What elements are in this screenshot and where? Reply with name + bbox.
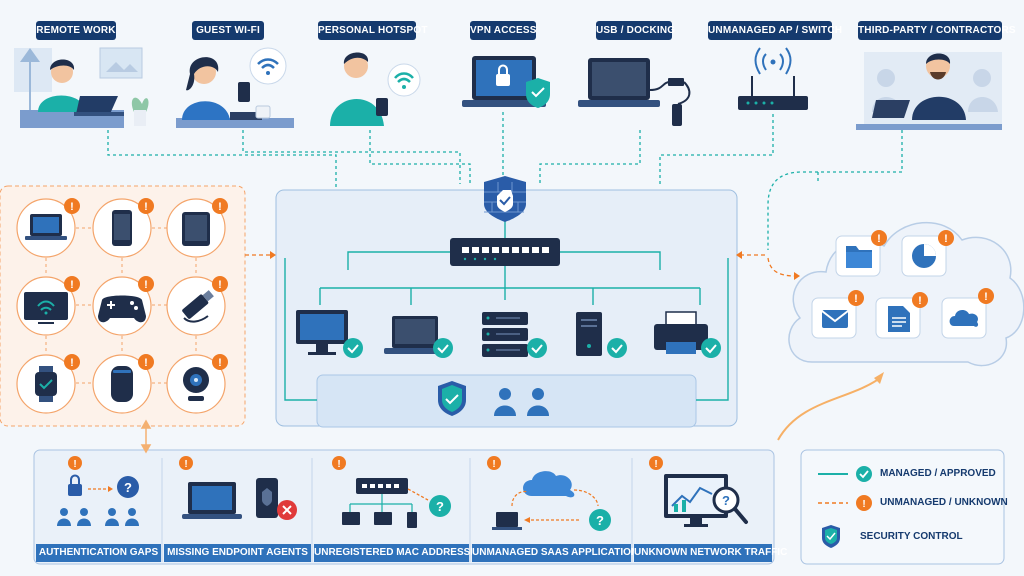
label-unmanaged-saas-applications: UNMANAGED SAAS APPLICATIONS (472, 544, 645, 562)
unmanaged-access-point-icon (738, 47, 808, 110)
svg-text:!: ! (70, 201, 74, 213)
svg-text:!: ! (218, 201, 222, 213)
game-controller-icon (98, 295, 146, 323)
smartwatch-icon (35, 366, 57, 402)
contractor-user-icon (856, 52, 1002, 130)
svg-text:!: ! (73, 459, 76, 470)
tag-personal-hotspot: PERSONAL HOTSPOT (318, 21, 428, 40)
svg-text:!: ! (984, 291, 988, 303)
managed-check-badges (343, 338, 721, 358)
managed-laptop-icon (384, 316, 446, 354)
tag-unmanaged-ap-switch: UNMANAGED AP / SWITCH (708, 21, 842, 40)
personal-hotspot-user-icon (330, 52, 421, 126)
legend-managed-line (818, 466, 872, 482)
tablet-icon (182, 212, 210, 246)
gap-warning-badges: ! ! ! ! ! (68, 456, 663, 470)
users-icon (494, 388, 549, 416)
svg-text:?: ? (124, 480, 132, 495)
server-icon (482, 312, 528, 357)
unregistered-mac-icon: ? (342, 478, 451, 528)
svg-text:?: ? (722, 493, 730, 508)
tag-remote-work: REMOTE WORK (36, 21, 116, 40)
svg-text:!: ! (854, 293, 858, 305)
legend-panel (800, 449, 1005, 565)
svg-text:!: ! (218, 279, 222, 291)
svg-text:!: ! (654, 459, 657, 470)
svg-text:!: ! (184, 459, 187, 470)
auth-gap-icon: ? (57, 474, 139, 526)
smart-speaker-icon (111, 366, 133, 402)
svg-text:!: ! (144, 279, 148, 291)
svg-text:!: ! (144, 357, 148, 369)
unknown-traffic-icon: ? (664, 474, 748, 527)
desktop-icon (296, 310, 348, 355)
mail-icon (821, 310, 849, 328)
svg-text:!: ! (862, 499, 865, 510)
unmanaged-saas-icon: ? (492, 471, 611, 531)
legend-unmanaged-line: ! (818, 495, 872, 511)
vpn-laptop-icon (462, 56, 550, 108)
firewall-shield-icon (484, 176, 526, 222)
legend-security-shield-icon (822, 525, 840, 548)
guest-wifi-user-icon (176, 47, 294, 128)
cloud-warning-badges: ! ! ! ! ! (848, 230, 994, 308)
tag-usb-docking: USB / DOCKING (596, 21, 675, 40)
svg-text:!: ! (877, 233, 881, 245)
legend-managed-label: MANAGED / APPROVED (880, 468, 996, 479)
label-unknown-network-traffic: UNKNOWN NETWORK TRAFFIC (634, 544, 787, 562)
phone-icon (112, 210, 132, 246)
svg-text:!: ! (918, 295, 922, 307)
cloud-storage-icon (949, 310, 979, 327)
label-authentication-gaps: AUTHENTICATION GAPS (36, 544, 161, 562)
svg-text:!: ! (70, 279, 74, 291)
pie-chart-icon (912, 244, 936, 268)
core-switch-icon (450, 238, 560, 266)
printer-icon (654, 311, 708, 354)
unmanaged-warning-badges: ! ! ! ! ! ! ! ! ! (64, 198, 228, 370)
svg-text:!: ! (70, 357, 74, 369)
svg-text:!: ! (218, 357, 222, 369)
svg-text:!: ! (944, 233, 948, 245)
svg-text:?: ? (436, 499, 444, 514)
legend-security-label: SECURITY CONTROL (860, 531, 963, 542)
identity-bar (316, 374, 697, 428)
usb-dock-laptop-icon (578, 58, 691, 126)
tag-third-party-contractors: THIRD-PARTY / CONTRACTORS (858, 21, 1016, 40)
tag-vpn-access: VPN ACCESS (470, 21, 536, 40)
svg-text:!: ! (492, 459, 495, 470)
legend-unmanaged-label: UNMANAGED / UNKNOWN (880, 497, 1008, 508)
usb-drive-icon (182, 290, 214, 323)
laptop-icon (25, 214, 67, 240)
tower-pc-icon (576, 312, 602, 356)
remote-worker-icon (14, 47, 149, 128)
document-icon (888, 306, 910, 332)
svg-text:!: ! (337, 459, 340, 470)
smart-tv-icon (24, 292, 68, 324)
svg-text:!: ! (144, 201, 148, 213)
tag-guest-wifi: GUEST WI-FI (192, 21, 264, 40)
identity-shield-icon (438, 381, 466, 416)
folder-icon (846, 246, 872, 268)
missing-agent-icon (182, 478, 297, 520)
security-gaps-panel (33, 449, 775, 565)
label-missing-endpoint-agents: MISSING ENDPOINT AGENTS (164, 544, 311, 562)
svg-text:?: ? (596, 513, 604, 528)
label-unregistered-mac-addresses: UNREGISTERED MAC ADDRESSES (314, 544, 484, 562)
webcam-icon (183, 367, 209, 401)
